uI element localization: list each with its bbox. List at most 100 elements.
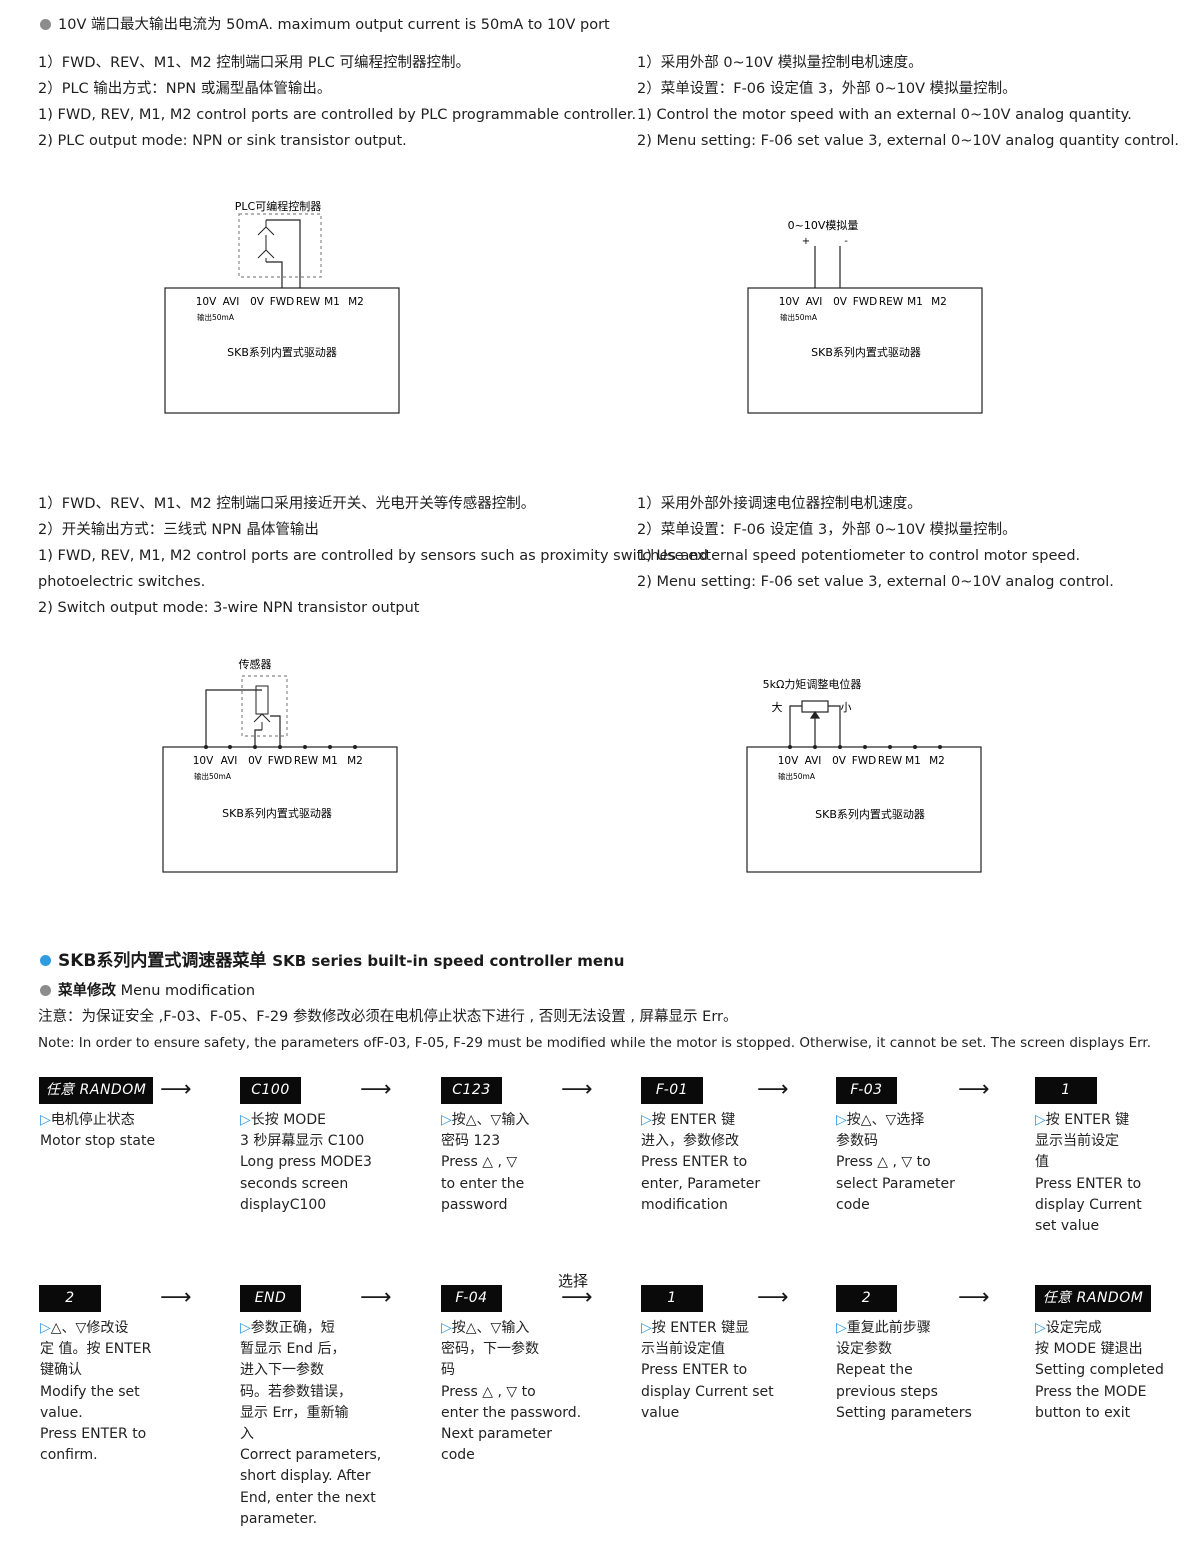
panel-sensor-text: 1）FWD、REV、M1、M2 控制端口采用接近开关、光电开关等传感器控制。 2… bbox=[38, 491, 708, 621]
menu-section-title: SKB系列内置式调速器菜单 SKB series built-in speed … bbox=[40, 948, 624, 974]
terminal-label: AVI bbox=[221, 755, 238, 767]
driver-name: SKB系列内置式驱动器 bbox=[227, 345, 337, 359]
plc-dashed-box bbox=[238, 213, 322, 278]
arrow-right-icon: ⟶ bbox=[958, 1285, 990, 1310]
terminal-label: FWD bbox=[853, 296, 878, 308]
bullet-icon bbox=[40, 984, 51, 996]
select-label: 选择 bbox=[558, 1272, 589, 1290]
panel-line: 2）开关输出方式：三线式 NPN 晶体管输出 bbox=[38, 522, 319, 538]
panel-line: 2) PLC output mode: NPN or sink transist… bbox=[38, 133, 407, 149]
terminal-label: 0V bbox=[250, 296, 265, 308]
triangle-icon: ▷ bbox=[836, 1112, 847, 1128]
lcd-display: F-03 bbox=[836, 1077, 897, 1104]
diagram-label: 0~10V模拟量 bbox=[788, 218, 859, 232]
step-description: ▷按 ENTER 键 进入，参数修改 Press ENTER to enter,… bbox=[641, 1112, 761, 1213]
triangle-icon: ▷ bbox=[40, 1112, 51, 1128]
panel-plc-text: 1）FWD、REV、M1、M2 控制端口采用 PLC 可编程控制器控制。 2）P… bbox=[38, 50, 636, 154]
pot-big-label: 大 bbox=[772, 700, 783, 714]
panel-analog-text: 1）采用外部 0~10V 模拟量控制电机速度。 2）菜单设置：F-06 设定值 … bbox=[637, 50, 1179, 154]
step-description: ▷按 ENTER 键显 示当前设定值 Press ENTER to displa… bbox=[641, 1320, 774, 1421]
sensor-dashed-box bbox=[241, 675, 288, 737]
diagram-label: 5kΩ力矩调整电位器 bbox=[763, 677, 862, 691]
triangle-icon: ▷ bbox=[441, 1112, 452, 1128]
arrow-right-icon: ⟶ bbox=[757, 1285, 789, 1310]
terminal-label: 0V bbox=[832, 755, 847, 767]
terminal-label: AVI bbox=[805, 755, 822, 767]
terminal-label: M1 bbox=[905, 755, 921, 767]
step-description: ▷重复此前步骤 设定参数 Repeat the previous steps S… bbox=[836, 1320, 972, 1421]
arrow-right-icon: ⟶ bbox=[160, 1077, 192, 1102]
terminal-label: M1 bbox=[322, 755, 338, 767]
lcd-display: 1 bbox=[1035, 1077, 1097, 1104]
triangle-icon: ▷ bbox=[40, 1320, 51, 1336]
step-description: ▷按△、▽输入 密码，下一参数 码 Press △ , ▽ to enter t… bbox=[441, 1320, 582, 1464]
arrow-right-icon: ⟶ bbox=[561, 1285, 593, 1310]
lcd-display: C100 bbox=[240, 1077, 301, 1104]
panel-line: 1）采用外部 0~10V 模拟量控制电机速度。 bbox=[637, 55, 923, 71]
step-description: ▷按△、▽输入 密码 123 Press △ , ▽ to enter the … bbox=[441, 1112, 530, 1213]
driver-box bbox=[747, 287, 983, 414]
driver-name: SKB系列内置式驱动器 bbox=[811, 345, 921, 359]
terminal-label: AVI bbox=[223, 296, 240, 308]
panel-line: 1) Use external speed potentiometer to c… bbox=[637, 548, 1081, 564]
triangle-icon: ▷ bbox=[641, 1320, 652, 1336]
lcd-display: 2 bbox=[836, 1285, 897, 1312]
panel-line: 1）FWD、REV、M1、M2 控制端口采用 PLC 可编程控制器控制。 bbox=[38, 55, 470, 71]
output-note: 输出50mA bbox=[780, 312, 818, 322]
arrow-right-icon: ⟶ bbox=[160, 1285, 192, 1310]
terminal-label: 10V bbox=[193, 755, 214, 767]
wiring-diagrams: PLC可编程控制器 10V AVI 0V FWD REW M1 M2 输出50m… bbox=[162, 199, 983, 873]
arrow-right-icon: ⟶ bbox=[360, 1285, 392, 1310]
terminal-label: REW bbox=[294, 755, 319, 767]
terminal-label: FWD bbox=[852, 755, 877, 767]
bullet-icon bbox=[40, 18, 51, 30]
terminal-label: FWD bbox=[268, 755, 293, 767]
output-note: 输出50mA bbox=[778, 771, 816, 781]
step-description: ▷按 ENTER 键 显示当前设定 值 Press ENTER to displ… bbox=[1035, 1112, 1142, 1235]
triangle-icon: ▷ bbox=[836, 1320, 847, 1336]
lcd-display: C123 bbox=[441, 1077, 502, 1104]
output-note: 输出50mA bbox=[194, 771, 232, 781]
lcd-display: 1 bbox=[641, 1285, 703, 1312]
menu-subtitle: 菜单修改 Menu modification bbox=[40, 979, 255, 1003]
panel-line: 2）菜单设置：F-06 设定值 3，外部 0~10V 模拟量控制。 bbox=[637, 81, 1017, 97]
terminal-label: REW bbox=[878, 755, 903, 767]
triangle-icon: ▷ bbox=[240, 1320, 251, 1336]
lcd-display: END bbox=[240, 1285, 301, 1312]
diagram-label: 传感器 bbox=[239, 658, 272, 671]
panel-line: 2) Switch output mode: 3-wire NPN transi… bbox=[38, 600, 420, 616]
step-description: ▷设定完成 按 MODE 键退出 Setting completed Press… bbox=[1035, 1320, 1164, 1421]
step-description: ▷长按 MODE 3 秒屏幕显示 C100 Long press MODE3 s… bbox=[240, 1112, 372, 1213]
lcd-display: F-01 bbox=[641, 1077, 703, 1104]
terminal-label: REW bbox=[296, 296, 321, 308]
arrow-right-icon: ⟶ bbox=[360, 1077, 392, 1102]
arrow-right-icon: ⟶ bbox=[757, 1077, 789, 1102]
terminal-label: 0V bbox=[833, 296, 848, 308]
panel-line: 2) Menu setting: F-06 set value 3, exter… bbox=[637, 133, 1179, 149]
step-description: ▷△、▽修改设 定 值。按 ENTER 键确认 Modify the set v… bbox=[40, 1320, 152, 1464]
lcd-display: 任意 RANDOM bbox=[39, 1077, 153, 1104]
lcd-display: 任意 RANDOM bbox=[1035, 1285, 1151, 1312]
terminal-label: M1 bbox=[324, 296, 340, 308]
terminal-label: M2 bbox=[348, 296, 364, 308]
triangle-icon: ▷ bbox=[1035, 1320, 1046, 1336]
arrow-right-icon: ⟶ bbox=[561, 1077, 593, 1102]
plus-sign: + bbox=[802, 236, 810, 247]
panel-line: 2）菜单设置：F-06 设定值 3，外部 0~10V 模拟量控制。 bbox=[637, 522, 1017, 538]
top-note: 10V 端口最大输出电流为 50mA. maximum output curre… bbox=[40, 12, 610, 38]
terminal-label: M1 bbox=[907, 296, 923, 308]
panel-pot-text: 1）采用外部外接调速电位器控制电机速度。 2）菜单设置：F-06 设定值 3，外… bbox=[637, 491, 1114, 595]
menu-note-en: Note: In order to ensure safety, the par… bbox=[38, 1035, 1152, 1051]
terminal-label: REW bbox=[879, 296, 904, 308]
triangle-icon: ▷ bbox=[641, 1112, 652, 1128]
panel-line: 1) FWD, REV, M1, M2 control ports are co… bbox=[38, 107, 637, 123]
potentiometer bbox=[801, 700, 829, 713]
menu-note-cn: 注意：为保证安全 ,F-03、F-05、F-29 参数修改必须在电机停止状态下进… bbox=[38, 1009, 738, 1025]
panel-line: 1) Control the motor speed with an exter… bbox=[637, 107, 1132, 123]
lcd-display: F-04 bbox=[441, 1285, 502, 1312]
panel-line: 1）FWD、REV、M1、M2 控制端口采用接近开关、光电开关等传感器控制。 bbox=[38, 496, 536, 512]
panel-line: 1) FWD, REV, M1, M2 control ports are co… bbox=[38, 548, 708, 564]
minus-sign: - bbox=[844, 236, 848, 247]
terminal-label: 10V bbox=[778, 755, 799, 767]
triangle-icon: ▷ bbox=[1035, 1112, 1046, 1128]
